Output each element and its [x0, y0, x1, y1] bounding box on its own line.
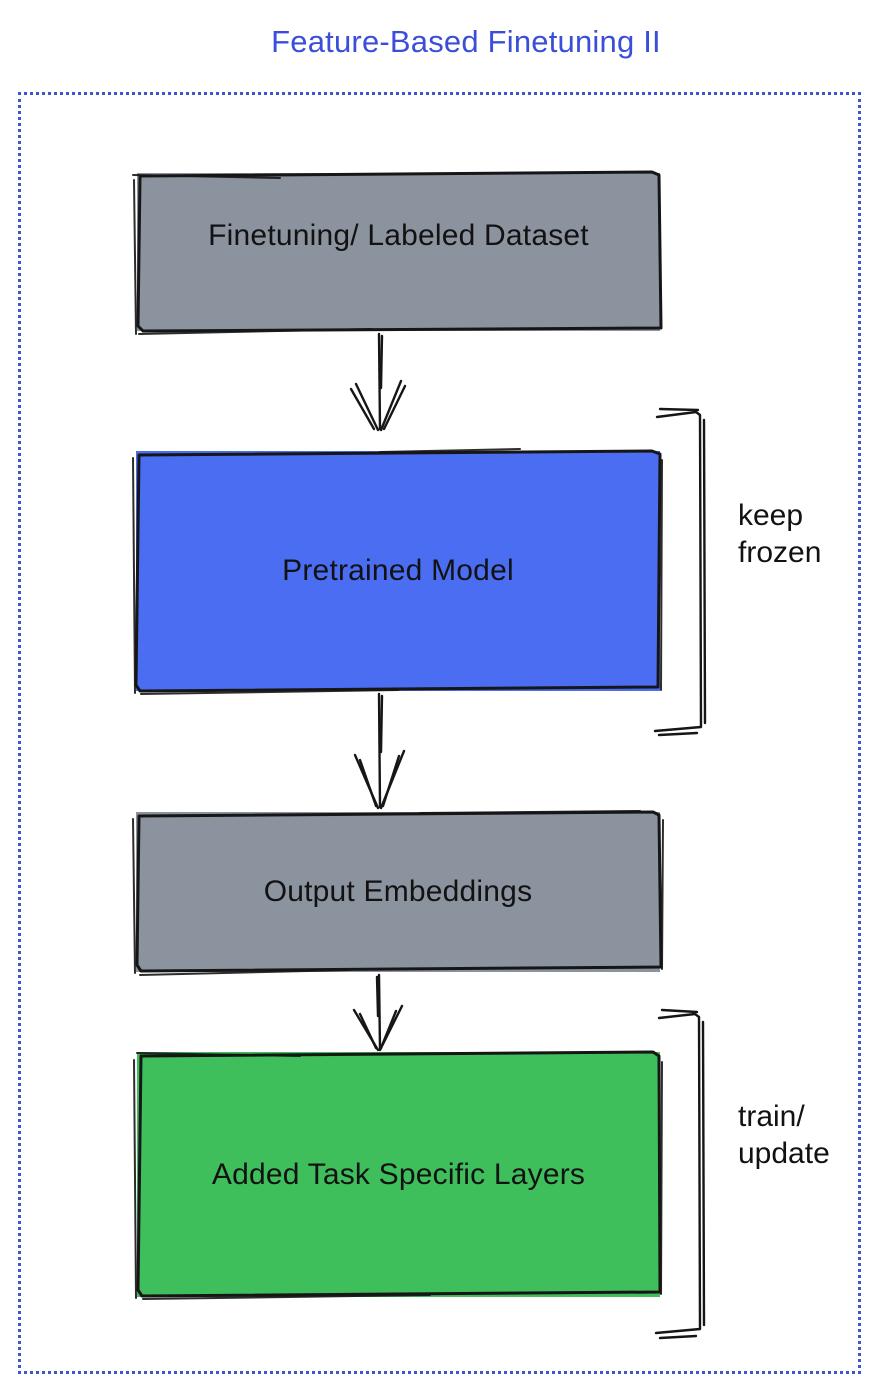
node-output-embeddings: Output Embeddings — [136, 812, 660, 972]
node-label-output-embeddings: Output Embeddings — [263, 875, 533, 908]
node-finetuning-labeled-dataset: Finetuning/ Labeled Dataset — [137, 173, 660, 331]
train-update-line-1: train/ — [738, 1100, 805, 1133]
train-update-line-2: update — [738, 1137, 830, 1170]
dotted-frame-border — [18, 92, 861, 1374]
node-added-task-specific-layers: Added Task Specific Layers — [137, 1052, 660, 1297]
node-label-pretrained-model: Pretrained Model — [282, 554, 514, 587]
keep-frozen-line-1: keep — [738, 499, 804, 532]
node-label-finetuning-labeled-dataset: Finetuning/ Labeled Dataset — [208, 219, 589, 252]
train-update-annotation: train/ update — [738, 1098, 830, 1172]
node-pretrained-model: Pretrained Model — [136, 451, 660, 691]
diagram-title: Feature-Based Finetuning II — [271, 24, 661, 59]
keep-frozen-annotation: keep frozen — [738, 497, 821, 571]
keep-frozen-line-2: frozen — [738, 536, 822, 569]
node-label-added-task-specific-layers: Added Task Specific Layers — [211, 1157, 586, 1191]
